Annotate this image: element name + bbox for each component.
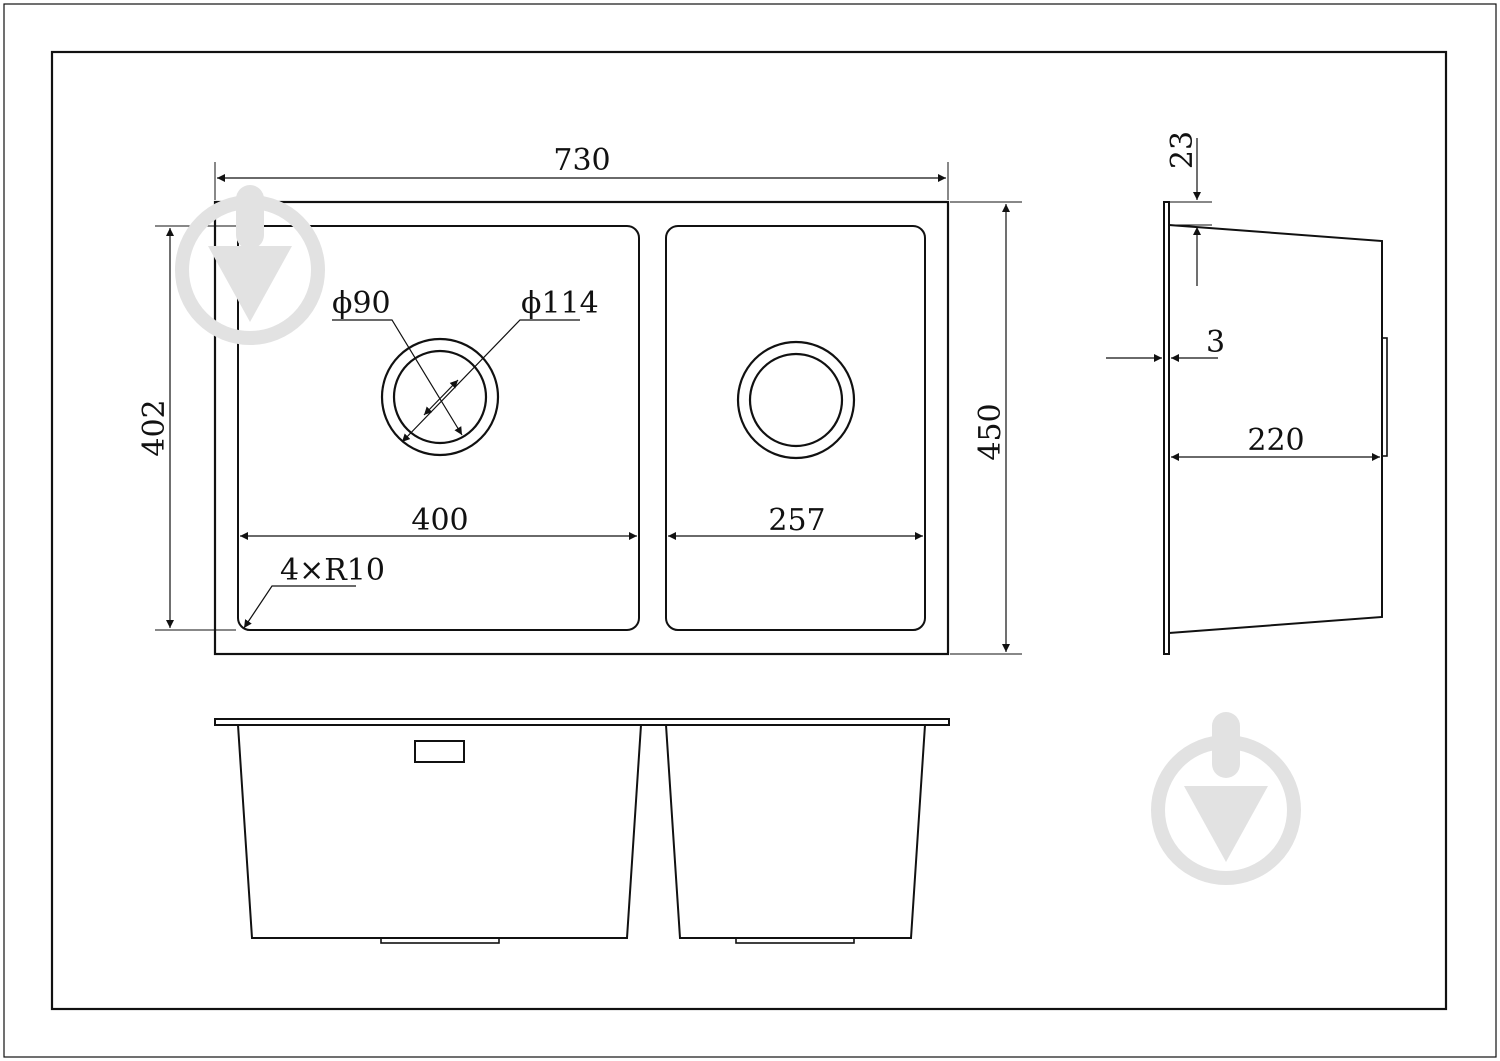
drain-inner-label: ϕ90 — [332, 286, 391, 321]
right-bowl-profile — [665, 724, 926, 939]
side-flange — [1163, 201, 1170, 655]
right-drain-outlet — [735, 937, 855, 944]
corner-radius-leader — [243, 585, 356, 629]
front-flange — [214, 718, 950, 726]
bowl-height-label: 220 — [1247, 423, 1304, 458]
drain-inner-leader — [332, 319, 463, 436]
left-bowl-outline — [237, 225, 640, 631]
left-bowl-width-label: 400 — [411, 503, 468, 538]
drop-logo-icon — [1151, 712, 1301, 885]
sink-outline — [213, 200, 950, 656]
sheet-outer-border — [3, 3, 1497, 1058]
overflow-slot — [414, 740, 465, 763]
bowl-depth-dimension-label: 402 — [137, 399, 172, 456]
sheet-frame — [50, 50, 1448, 1011]
top-view: 730 402 450 400 257 ϕ90 ϕ114 4×R10 — [137, 143, 1022, 656]
right-drain-outer-ring — [736, 340, 856, 460]
left-bowl-profile — [237, 724, 642, 939]
left-drain-outlet — [380, 937, 500, 944]
right-drain-inner-ring — [748, 352, 844, 448]
left-drain-inner-ring — [392, 349, 488, 445]
drain-outer-label: ϕ114 — [521, 286, 599, 321]
left-drain-outer-ring — [380, 337, 500, 457]
depth-dimension-label: 450 — [973, 403, 1008, 460]
front-view — [214, 718, 950, 944]
thickness-label: 3 — [1206, 325, 1225, 360]
width-dimension-label: 730 — [553, 143, 610, 178]
side-view: 23 3 220 — [1106, 131, 1388, 655]
drop-logo-icon — [175, 185, 325, 345]
flange-height-label: 23 — [1165, 131, 1200, 169]
corner-radius-label: 4×R10 — [280, 553, 385, 588]
right-bowl-width-label: 257 — [768, 503, 825, 538]
right-bowl-outline — [665, 225, 926, 631]
side-drain-outlet — [1381, 337, 1388, 457]
